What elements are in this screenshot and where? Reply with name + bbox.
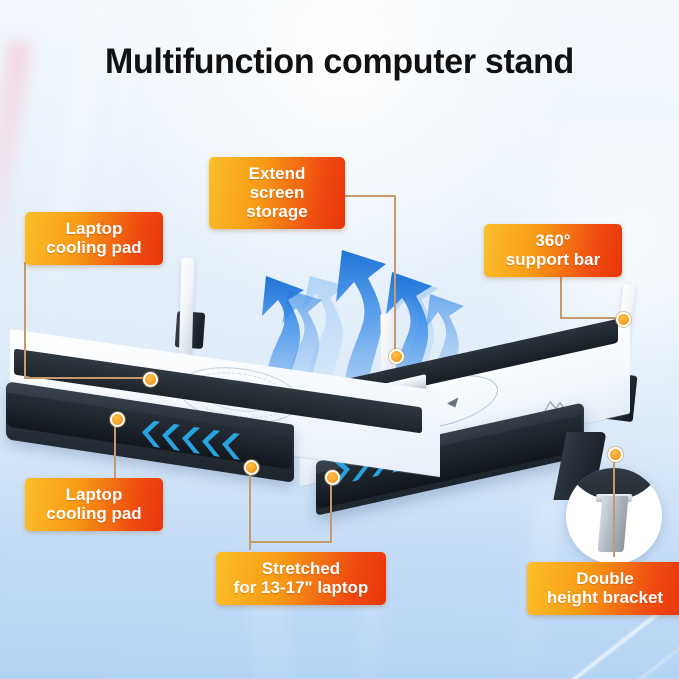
connector-line <box>334 195 396 197</box>
page-title: Multifunction computer stand <box>104 42 574 81</box>
connector-line <box>24 262 26 379</box>
connector-line <box>249 466 251 550</box>
connector-line <box>24 377 148 379</box>
connector-line <box>613 452 615 557</box>
chevron-arrows-left-icon <box>142 420 240 460</box>
connector-dot <box>608 447 623 462</box>
callout-laptop-cooling-pad-bottom[interactable]: Laptop cooling pad <box>25 478 163 532</box>
callout-stretched-for-laptop[interactable]: Stretched for 13-17" laptop <box>216 552 386 606</box>
connector-line <box>560 317 622 319</box>
callout-360-support-bar[interactable]: 360° support bar <box>484 224 622 278</box>
connector-dot <box>389 349 404 364</box>
connector-line <box>394 195 396 355</box>
connector-line <box>330 476 332 542</box>
connector-dot <box>110 412 125 427</box>
callout-double-height-bracket[interactable]: Double height bracket <box>527 562 679 616</box>
connector-line <box>114 416 116 478</box>
connector-line <box>250 541 332 543</box>
connector-dot <box>325 470 340 485</box>
connector-dot <box>244 460 259 475</box>
callout-laptop-cooling-pad-top[interactable]: Laptop cooling pad <box>25 212 163 266</box>
callout-extend-screen-storage[interactable]: Extend screen storage <box>209 157 345 230</box>
connector-line <box>560 272 562 318</box>
connector-dot <box>616 312 631 327</box>
connector-dot <box>143 372 158 387</box>
